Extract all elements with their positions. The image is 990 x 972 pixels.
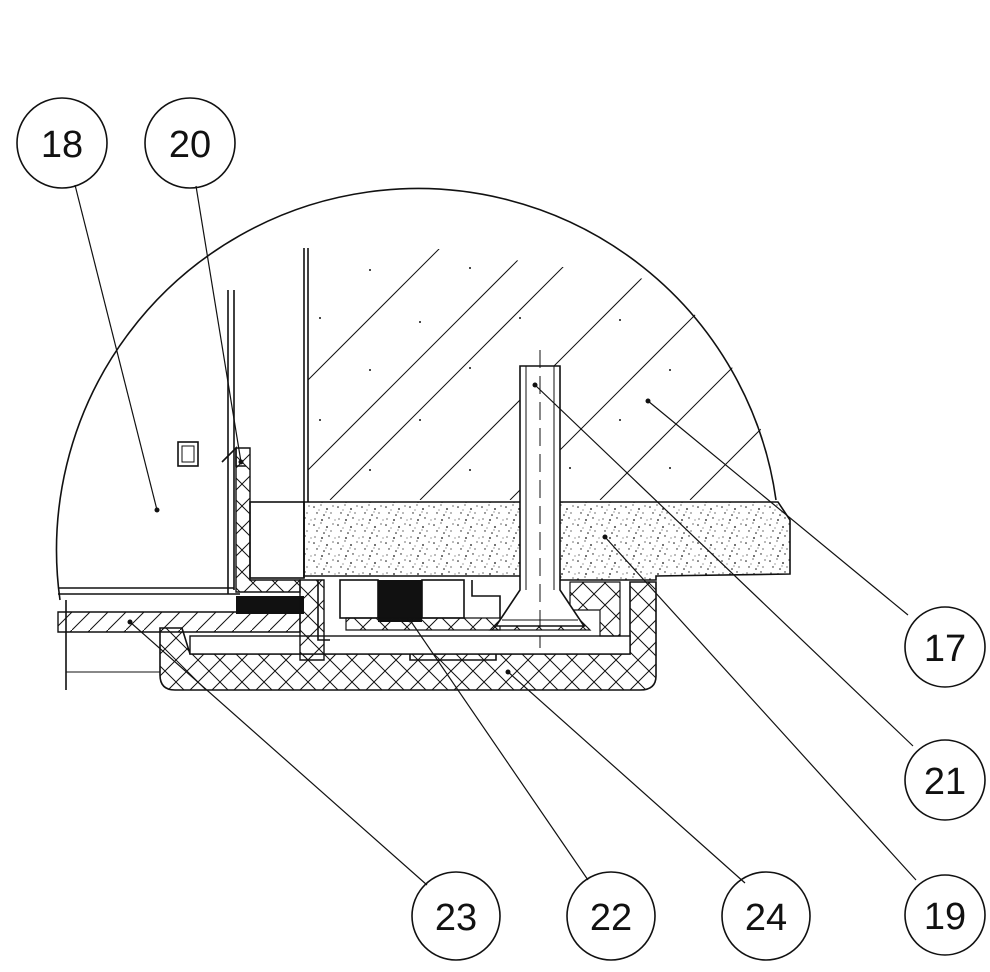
leader-19 <box>604 536 917 881</box>
gasket-left <box>236 596 304 614</box>
callout-label-19: 19 <box>924 896 966 938</box>
callout-18: 18 <box>16 97 108 189</box>
callout-label-20: 20 <box>169 124 211 166</box>
frame-profile-18 <box>58 290 240 595</box>
leader-lines <box>74 184 917 886</box>
callout-19: 19 <box>904 874 986 956</box>
spacer-block <box>249 501 305 579</box>
callout-label-22: 22 <box>590 897 632 939</box>
leader-dots <box>127 382 651 675</box>
callout-label-17: 17 <box>924 628 966 670</box>
gasket-22 <box>378 580 422 622</box>
channel-inner-cavity <box>189 635 631 655</box>
leader-22 <box>409 619 589 881</box>
callout-label-18: 18 <box>41 124 83 166</box>
callout-label-21: 21 <box>924 761 966 803</box>
callout-17: 17 <box>904 606 986 688</box>
leader-18 <box>74 184 158 511</box>
callout-24: 24 <box>721 871 811 961</box>
leader-20 <box>195 185 242 463</box>
concrete-element-17 <box>308 230 790 501</box>
callout-23: 23 <box>411 871 501 961</box>
callout-22: 22 <box>566 871 656 961</box>
leader-21 <box>534 384 914 747</box>
channel-profile-24 <box>159 581 657 691</box>
callout-21: 21 <box>904 739 986 821</box>
leader-23 <box>129 621 428 886</box>
callout-20: 20 <box>144 97 236 189</box>
screw-21 <box>494 350 586 648</box>
callout-label-23: 23 <box>435 897 477 939</box>
detail-boundary-arc <box>55 187 777 601</box>
leader-24 <box>507 671 746 884</box>
callout-label-24: 24 <box>745 897 787 939</box>
leader-17 <box>647 400 909 616</box>
